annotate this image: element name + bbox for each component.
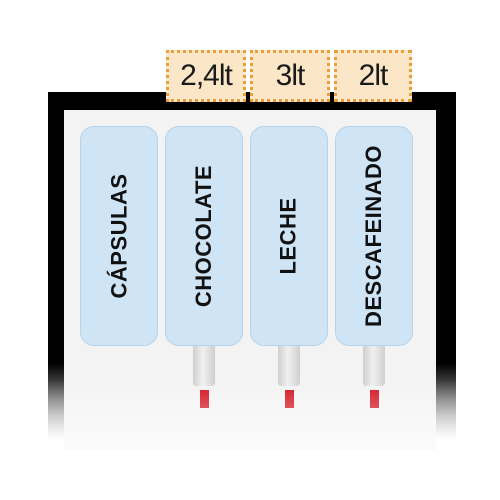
tank-label: CHOCOLATE bbox=[191, 164, 217, 308]
dispense-tube bbox=[363, 346, 385, 386]
dispense-tube bbox=[193, 346, 215, 386]
capacity-label-leche: 3lt bbox=[250, 50, 330, 102]
tank-leche: LECHE bbox=[250, 126, 328, 346]
tank-capsulas: CÁPSULAS bbox=[80, 126, 158, 346]
tank-label: LECHE bbox=[276, 197, 301, 275]
tank-label: CÁPSULAS bbox=[106, 173, 132, 299]
tank-descafeinado: DESCAFEINADO bbox=[335, 126, 413, 346]
tank-chocolate: CHOCOLATE bbox=[165, 126, 243, 346]
tank-label: DESCAFEINADO bbox=[361, 144, 387, 328]
capacity-label-descafeinado: 2lt bbox=[334, 50, 412, 102]
dispense-tube bbox=[278, 346, 300, 386]
bottom-fade bbox=[40, 380, 460, 500]
capacity-label-chocolate: 2,4lt bbox=[166, 50, 246, 102]
